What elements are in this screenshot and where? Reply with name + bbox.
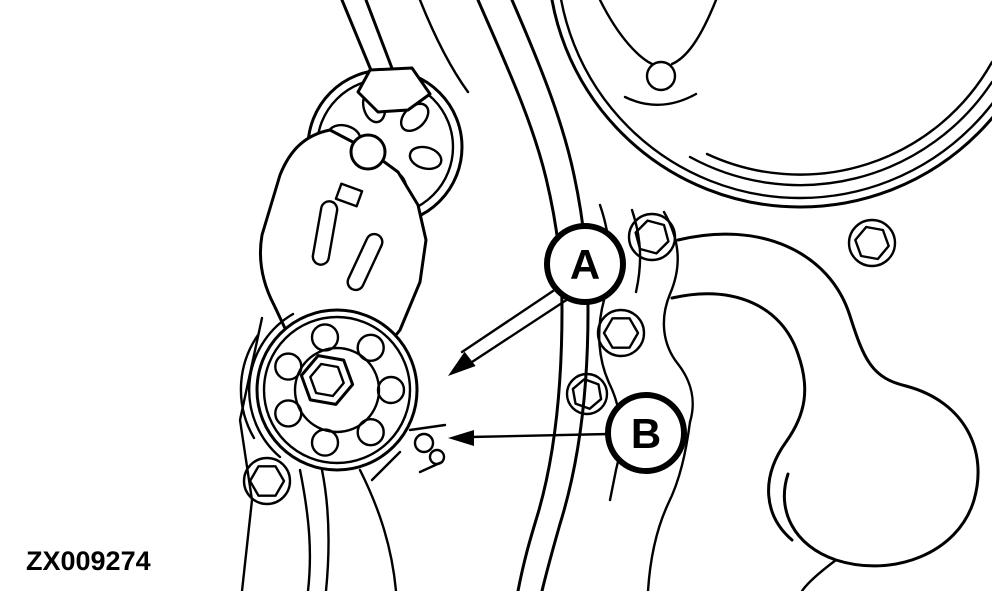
hex-bolt-upper-right — [627, 212, 677, 262]
figure-code: ZX009274 — [26, 546, 151, 576]
callout-b-label: B — [631, 410, 661, 457]
arm-pivot — [349, 133, 387, 171]
tensioner-assembly — [239, 66, 464, 506]
center-hex-bolt — [299, 354, 355, 406]
flywheel-housing — [550, 0, 992, 209]
callout-a-badge — [544, 223, 626, 305]
arm-slot-1 — [311, 200, 339, 266]
callout-b-leader — [468, 432, 611, 439]
pulley-top-tab — [356, 66, 432, 114]
tab-hole — [645, 60, 677, 92]
lower-pulley — [239, 308, 419, 472]
belt-keeper-bracket — [370, 423, 447, 482]
callout-b-arrowhead — [448, 430, 474, 446]
hex-bolt-far-right — [847, 218, 897, 268]
arm-window — [334, 182, 364, 208]
arm-slot-2 — [346, 232, 384, 292]
hex-bolt-mid-right — [596, 308, 646, 358]
callout-a-label: A — [570, 241, 600, 288]
callout-b-badge — [605, 392, 687, 474]
callout-a-arrowhead — [448, 351, 476, 376]
coolant-hose — [670, 232, 980, 591]
callout-a-leader-2 — [470, 297, 570, 364]
callout-a-leader-1 — [460, 289, 555, 354]
callout-a: A — [448, 223, 626, 376]
callout-b: B — [448, 392, 687, 474]
hex-bolt-lower-left — [242, 456, 292, 506]
